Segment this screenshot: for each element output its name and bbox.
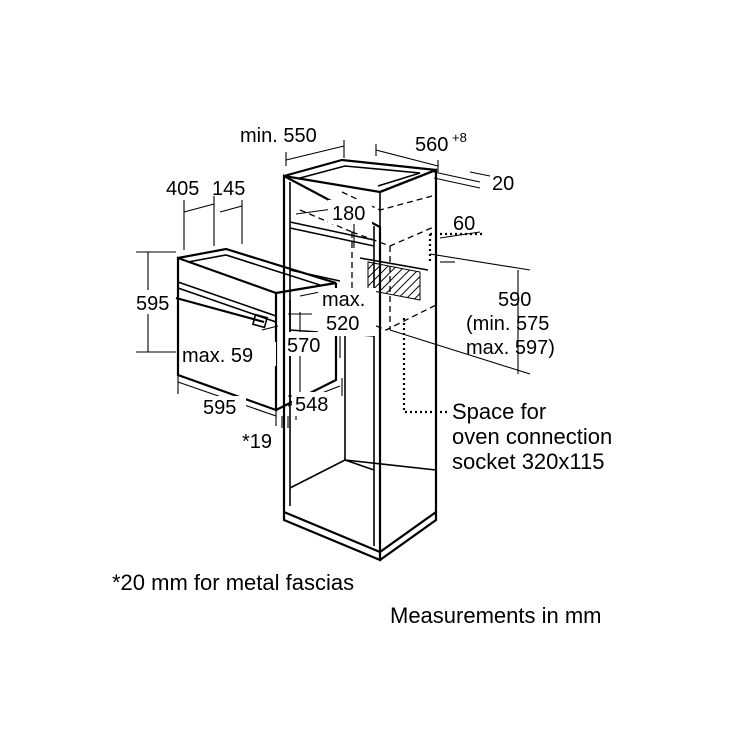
label-fascia-offset: *19 [242,431,272,453]
footnote-metal-fascias: *20 mm for metal fascias [112,570,354,595]
label-opening-depth: 180 [332,203,365,225]
label-recess-max: max. [322,289,365,311]
label-side-gap: 60 [453,213,475,235]
label-body-height: 570 [287,335,320,357]
label-recess-value: 520 [326,313,359,335]
label-top-clearance: 20 [492,173,514,195]
label-cabinet-width-tolerance: +8 [452,130,467,145]
socket-label-line3: socket 320x115 [452,449,604,474]
label-cabinet-width: 560 [415,134,448,156]
socket-label-line1: Space for [452,399,546,424]
socket-label-line2: oven connection [452,424,612,449]
footnotes: *20 mm for metal fascias Measurements in… [112,570,602,628]
footnote-units: Measurements in mm [390,603,602,628]
label-oven-depth-b: 145 [212,178,245,200]
label-body-depth: 548 [295,394,328,416]
label-niche-height-min: (min. 575 [466,313,549,335]
socket-annotation: Space for oven connection socket 320x115 [452,399,612,474]
dimension-labels: min. 550 560 +8 20 405 145 180 60 595 59… [134,125,555,453]
label-niche-height-max: max. 597) [466,337,555,359]
label-niche-height: 590 [498,289,531,311]
label-oven-width: 595 [203,397,236,419]
label-oven-height: 595 [136,293,169,315]
label-oven-depth-a: 405 [166,178,199,200]
label-cabinet-depth: min. 550 [240,125,317,147]
label-front-max: max. 59 [182,345,253,367]
oven [175,247,338,412]
